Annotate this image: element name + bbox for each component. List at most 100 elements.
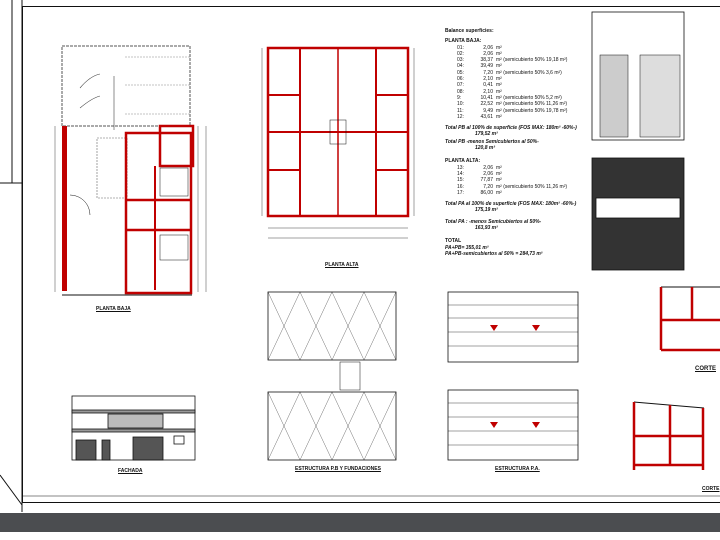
surface-v: 2,06 [483, 164, 493, 171]
surface-n: 14: [457, 170, 464, 177]
surface-n: 11: [457, 107, 464, 114]
title-corte-2: CORTE [702, 486, 720, 492]
surface-note: m² [496, 170, 502, 177]
title-fachada: FACHADA [118, 468, 143, 474]
pa-heading: PLANTA ALTA: [445, 158, 481, 165]
planta-baja-plan [54, 45, 207, 296]
surface-n: 13: [457, 164, 464, 171]
pb-heading: PLANTA BAJA: [445, 38, 482, 45]
surface-n: 10: [457, 101, 464, 108]
surface-n: 07: [457, 82, 464, 89]
surface-note: m² (semicubierto 50% 5,2 m²) [496, 94, 562, 101]
surface-v: 2,10 [483, 76, 493, 83]
surface-note: m² [496, 88, 502, 95]
pa-total-value: 175,19 m² [475, 207, 498, 214]
surface-v: 2,06 [483, 44, 493, 51]
total-heading: TOTAL [445, 238, 462, 245]
surface-note: m² (semicubierto 50% 19,18 m²) [496, 57, 568, 64]
surface-note: m² [496, 164, 502, 171]
title-estructura-pb: ESTRUCTURA P.B Y FUNDACIONES [295, 466, 381, 472]
surface-note: m² (semicubierto 50% 11,26 m²) [496, 101, 568, 108]
left-margin-lines [0, 0, 720, 512]
surface-note: m² (semicubierto 50% 11,26 m²) [496, 183, 568, 190]
surface-n: 01: [457, 44, 464, 51]
title-corte-1: CORTE [695, 366, 716, 372]
pa-minus-label: Total PA : -menos Semicubiertos al 50%- [445, 218, 542, 225]
surface-note: m² [496, 82, 502, 89]
surface-v: 86,00 [480, 189, 493, 196]
surface-v: 38,37 [480, 57, 493, 64]
surface-note: m² [496, 189, 502, 196]
corte-2-section [632, 401, 705, 470]
surface-n: 9: [457, 94, 462, 101]
pb-total-value: 179,52 m² [475, 131, 498, 138]
surface-note: m² (semicubierto 50% 19,78 m²) [496, 107, 568, 114]
balance-superficies: Balance superficies: PLANTA BAJA: 01: 2,0… [445, 28, 595, 257]
surface-v: 7,20 [483, 183, 493, 190]
surface-v: 2,10 [483, 88, 493, 95]
surface-v: 2,06 [483, 50, 493, 57]
surface-v: 39,49 [480, 63, 493, 70]
pa-minus-value: 163,93 m² [475, 225, 498, 232]
surface-v: 0,41 [483, 82, 493, 89]
surface-v: 10,41 [480, 94, 493, 101]
surface-note: m² [496, 177, 502, 184]
surface-n: 08: [457, 88, 464, 95]
surface-note: m² [496, 113, 502, 120]
title-planta-alta: PLANTA ALTA [325, 262, 359, 268]
surface-n: 03: [457, 57, 464, 64]
total-line-1: PA+PB= 355,01 m² [445, 244, 489, 251]
surface-n: 17: [457, 189, 464, 196]
surface-n: 12: [457, 113, 464, 120]
pb-minus-label: Total PB -menos Semicubiertos al 50%- [445, 138, 539, 145]
surface-n: 04: [457, 63, 464, 70]
fachada-elevation [71, 395, 196, 461]
total-line-2: PA+PB-semicubiertos al 50% = 284,73 m² [445, 250, 543, 257]
estructura-pb-plan [267, 291, 397, 461]
pb-minus-value: 120,8 m² [475, 145, 496, 152]
vista-superior-1 [591, 11, 685, 141]
surface-n: 06: [457, 76, 464, 83]
pa-total-label: Total PA al 100% de superficie (FOS MAX:… [445, 201, 577, 208]
surface-n: 15: [457, 177, 464, 184]
balance-heading: Balance superficies: [445, 28, 494, 34]
planta-alta-plan [261, 46, 415, 239]
surface-n: 02: [457, 50, 464, 57]
surface-note: m² (semicubierto 50% 3,6 m²) [496, 69, 562, 76]
surface-v: 22,52 [480, 101, 493, 108]
surface-v: 43,61 [480, 113, 493, 120]
surface-n: 16: [457, 183, 464, 190]
surface-n: 05: [457, 69, 464, 76]
surface-v: 9,49 [483, 107, 493, 114]
surface-note: m² [496, 50, 502, 57]
surface-v: 7,20 [483, 69, 493, 76]
corte-1-section [659, 286, 720, 352]
title-estructura-pa: ESTRUCTURA P.A. [495, 466, 540, 472]
vista-superior-2 [591, 157, 685, 271]
surface-note: m² [496, 63, 502, 70]
surface-v: 77,87 [480, 177, 493, 184]
surface-v: 2,06 [483, 170, 493, 177]
pb-total-label: Total PB al 100% de superficie (FOS MAX:… [445, 125, 577, 132]
surface-note: m² [496, 76, 502, 83]
title-planta-baja: PLANTA BAJA [96, 306, 131, 312]
